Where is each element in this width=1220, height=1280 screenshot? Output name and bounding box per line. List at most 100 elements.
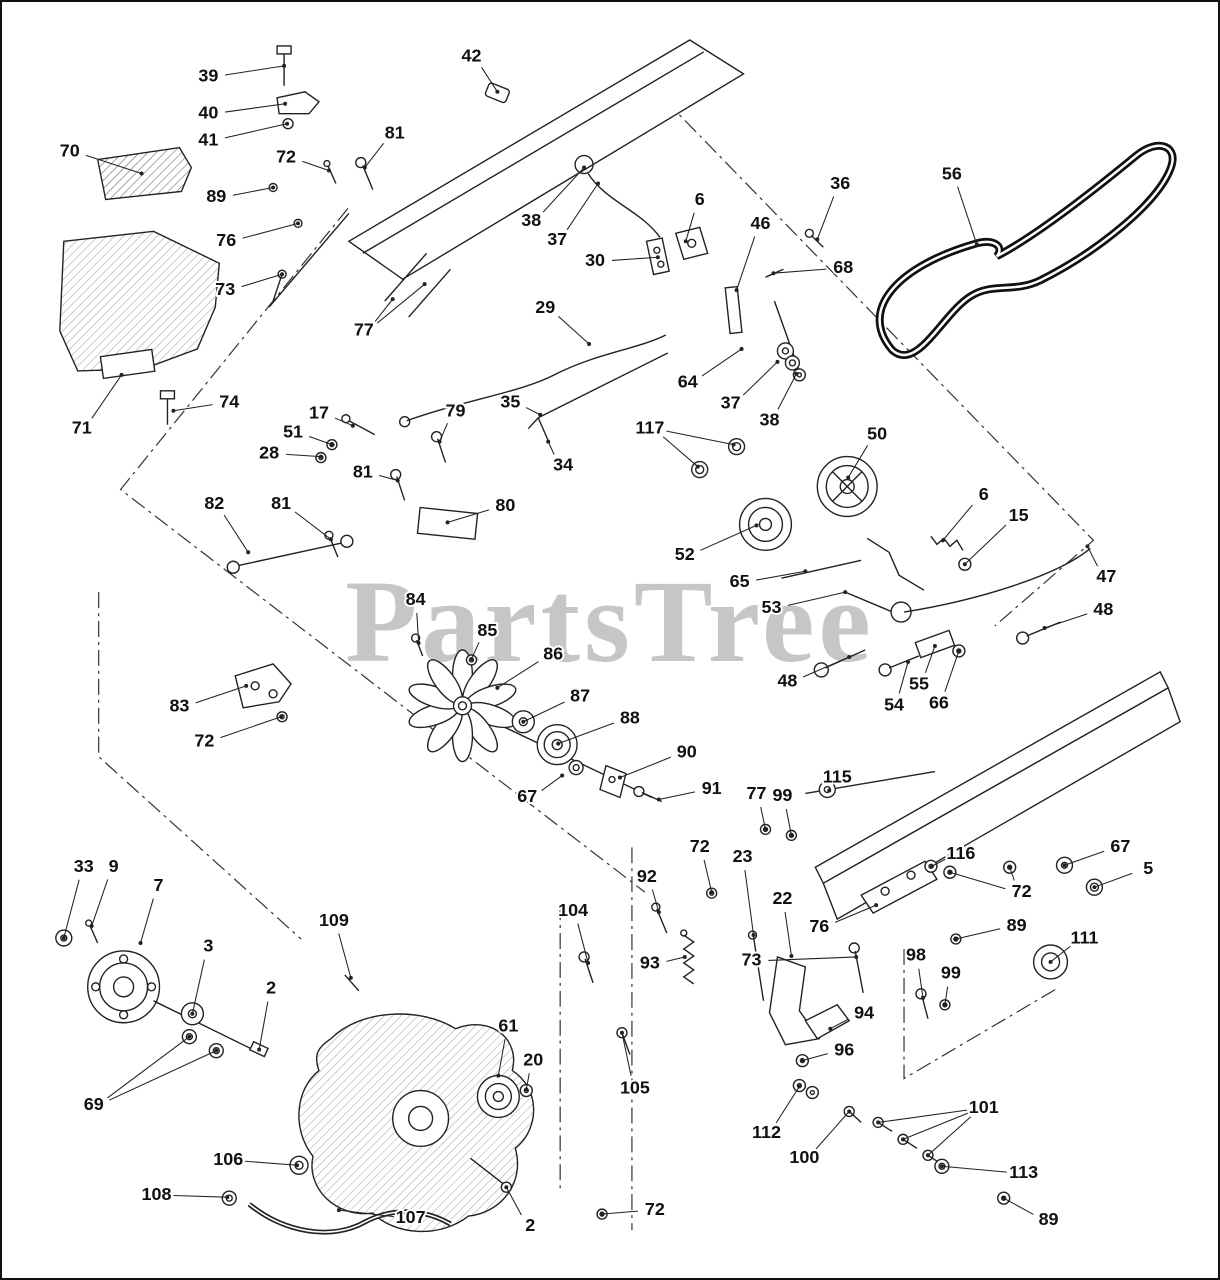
fan-group: [408, 633, 663, 803]
leader-line: [334, 417, 354, 427]
hood-group: [59, 146, 221, 425]
leader-line: [525, 1073, 530, 1090]
callout-85: 85: [477, 620, 497, 640]
callout-81: 81: [385, 122, 405, 142]
leader-line: [785, 809, 792, 836]
leader-line: [85, 154, 142, 175]
callout-30: 30: [585, 250, 605, 270]
leader-line: [376, 283, 425, 324]
callout-72: 72: [690, 836, 710, 856]
leader-line: [787, 591, 846, 606]
leader-endpoint: [925, 1153, 930, 1158]
callout-73: 73: [215, 279, 235, 299]
pin-72: [323, 159, 337, 184]
callout-77: 77: [747, 783, 767, 803]
callout-92: 92: [637, 866, 657, 886]
callout-35: 35: [500, 392, 520, 412]
callout-37: 37: [721, 393, 741, 413]
leader-endpoint: [962, 562, 967, 567]
callout-3: 3: [203, 936, 213, 956]
leader-line: [703, 859, 713, 893]
bolt-105: [616, 1027, 631, 1055]
leader-line: [944, 650, 960, 692]
leader-endpoint: [496, 1073, 501, 1078]
leader-endpoint: [655, 255, 660, 260]
bracket-6: [674, 226, 709, 261]
callout-77: 77: [354, 320, 374, 340]
rear-frame-rail: [759, 670, 1181, 921]
leader-endpoint: [422, 282, 427, 287]
leader-line: [309, 436, 333, 446]
callout-22: 22: [772, 888, 792, 908]
callout-47: 47: [1096, 566, 1116, 586]
leader-endpoint: [932, 643, 937, 648]
callout-99: 99: [941, 963, 961, 983]
leader-endpoint: [751, 933, 756, 938]
pulley-61: [476, 1074, 520, 1119]
leader-endpoint: [587, 341, 592, 346]
leader-line: [577, 923, 589, 964]
leader-endpoint: [695, 464, 700, 469]
leader-line: [294, 511, 332, 540]
leader-line: [601, 1210, 638, 1215]
callout-40: 40: [198, 102, 218, 122]
bolt-81: [355, 156, 374, 190]
leader-endpoint: [257, 1047, 262, 1052]
leader-line: [447, 509, 490, 523]
callout-71: 71: [72, 417, 92, 437]
leader-endpoint: [362, 165, 367, 170]
leader-endpoint: [139, 171, 144, 176]
callout-72: 72: [645, 1199, 665, 1219]
leader-line: [816, 196, 835, 240]
callout-labels: 3940417089767371747281423837772930646366…: [58, 44, 1155, 1237]
leader-line: [768, 956, 857, 961]
leader-line: [775, 1086, 800, 1124]
pulley-50: [816, 455, 878, 518]
leader-line: [338, 1209, 394, 1218]
leader-line: [232, 186, 274, 196]
leader-endpoint: [395, 478, 400, 483]
callout-117: 117: [635, 417, 664, 437]
leader-line: [223, 514, 249, 553]
leader-line: [566, 183, 599, 231]
leader-line: [847, 445, 869, 478]
leader-line: [497, 661, 539, 689]
callout-6: 6: [695, 189, 705, 209]
callout-55: 55: [909, 674, 929, 694]
leader-endpoint: [318, 454, 323, 459]
callout-37: 37: [547, 229, 567, 249]
leader-endpoint: [556, 741, 561, 746]
callout-81: 81: [271, 493, 291, 513]
leader-line: [542, 167, 585, 213]
leader-line: [140, 898, 154, 944]
callout-53: 53: [761, 597, 781, 617]
leader-line: [949, 871, 1006, 890]
leader-endpoint: [854, 954, 859, 959]
leader-line: [364, 143, 384, 168]
washer-67: [568, 759, 584, 776]
leader-endpoint: [582, 165, 587, 170]
callout-101: 101: [969, 1097, 999, 1117]
leader-line: [918, 968, 924, 998]
leader-line: [964, 524, 1007, 565]
transaxle-group: [55, 919, 535, 1235]
drive-belt: [875, 141, 1177, 360]
leader-endpoint: [285, 121, 290, 126]
leader-endpoint: [61, 936, 66, 941]
pin-109: [344, 974, 360, 992]
callout-115: 115: [823, 766, 852, 786]
fan: [408, 649, 517, 763]
leader-line: [338, 933, 352, 979]
leader-line: [666, 956, 685, 962]
shaft-65: [781, 559, 862, 579]
rod-35: [527, 352, 669, 441]
leader-line: [91, 879, 109, 927]
bent-rod-47: [903, 547, 1091, 613]
leader-endpoint: [942, 1002, 947, 1007]
leader-line: [557, 315, 590, 345]
shaft-rod: [268, 212, 350, 308]
leader-endpoint: [348, 975, 353, 980]
leader-line: [481, 67, 498, 93]
leader-endpoint: [190, 1011, 195, 1016]
leader-endpoint: [138, 941, 143, 945]
